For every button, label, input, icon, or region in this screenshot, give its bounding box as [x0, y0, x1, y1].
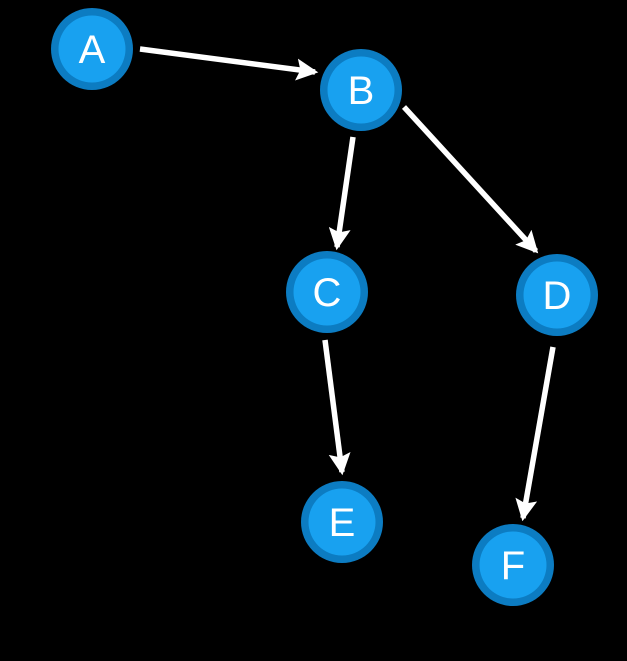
node-A[interactable]: A — [51, 8, 133, 90]
node-body — [479, 531, 547, 599]
node-label: E — [329, 501, 356, 545]
node-C[interactable]: C — [286, 251, 368, 333]
node-B[interactable]: B — [320, 49, 402, 131]
edges-layer — [139, 46, 556, 522]
node-label: F — [501, 544, 525, 588]
node-E[interactable]: E — [301, 481, 383, 563]
edge-B-D — [401, 105, 539, 254]
node-body — [293, 258, 361, 326]
node-F[interactable]: F — [472, 524, 554, 606]
nodes-layer: A B C D E F — [51, 8, 598, 606]
node-label: A — [79, 28, 106, 72]
node-body — [58, 15, 126, 83]
edge-C-E — [322, 339, 351, 476]
node-label: C — [313, 271, 342, 315]
node-body — [327, 56, 395, 124]
node-label: B — [348, 69, 375, 113]
node-body — [308, 488, 376, 556]
node-D[interactable]: D — [516, 254, 598, 336]
edge-A-B — [139, 46, 319, 81]
node-label: D — [543, 274, 572, 318]
node-body — [523, 261, 591, 329]
edge-D-F — [515, 346, 556, 522]
edge-B-C — [328, 136, 356, 251]
